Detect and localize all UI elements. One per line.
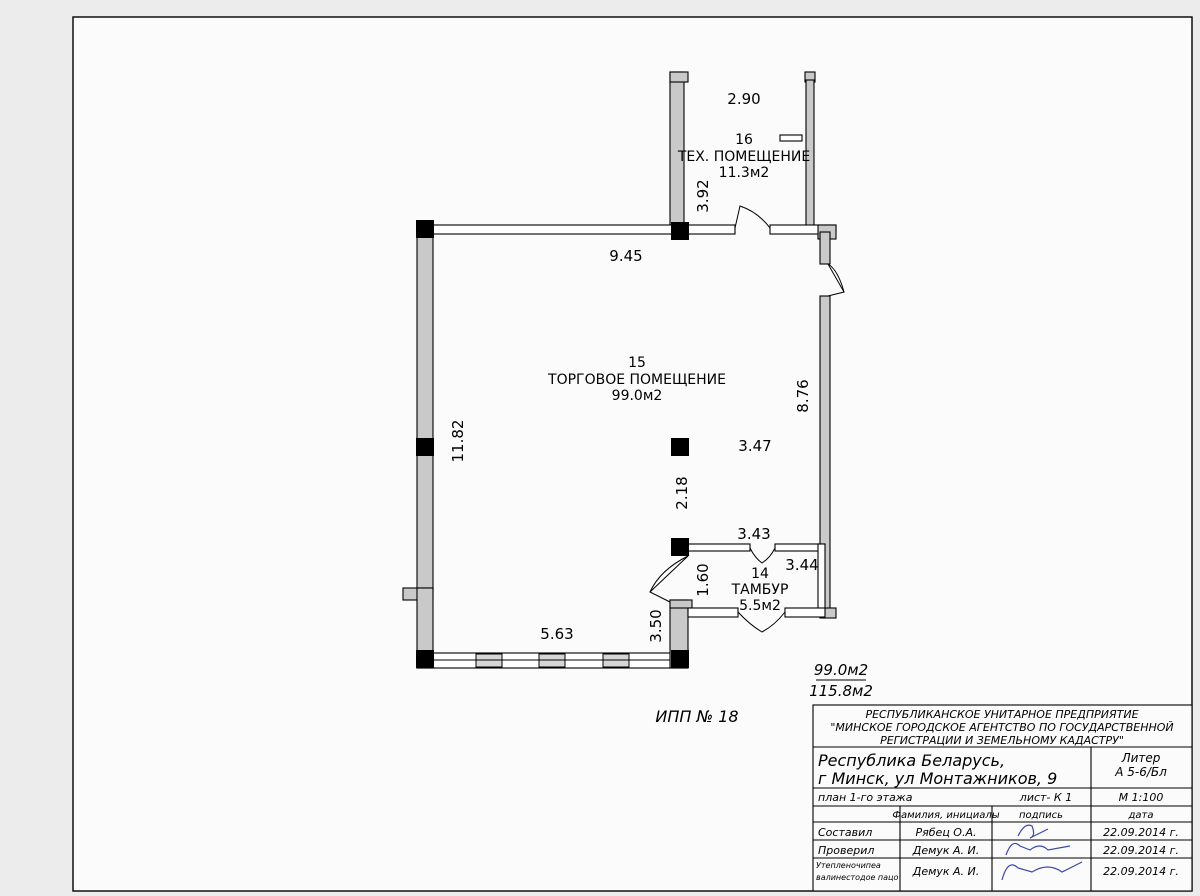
signature-1 — [1017, 824, 1049, 839]
signatures — [1001, 824, 1083, 881]
title-block — [812, 704, 1193, 892]
tb-org-line3: РЕГИСТРАЦИИ И ЗЕМЕЛЬНОМУ КАДАСТРУ" — [880, 734, 1124, 747]
door-tech — [734, 205, 771, 229]
dim-right-wall: 8.76 — [794, 379, 812, 412]
door-vestibule-inner — [749, 547, 776, 564]
ipp-label: ИПП № 18 — [655, 707, 738, 726]
column — [416, 220, 434, 238]
dim-vestibule-top: 3.43 — [737, 525, 770, 543]
tb-liter-label: Литер — [1121, 751, 1161, 765]
column — [416, 438, 434, 456]
window-panels — [433, 653, 670, 668]
column — [416, 650, 434, 668]
tb-org-line2: "МИНСКОЕ ГОРОДСКОЕ АГЕНТСТВО ПО ГОСУДАРС… — [830, 721, 1173, 734]
area-total: 115.8м2 — [809, 682, 873, 700]
tb-row3-date: 22.09.2014 г. — [1103, 865, 1179, 878]
room-16-area: 11.3м2 — [719, 165, 770, 181]
wall-vestibule-top — [687, 543, 751, 552]
tb-address-line2: г Минск, ул Монтажников, 9 — [818, 769, 1057, 788]
dim-top-wall: 9.45 — [609, 247, 642, 265]
wall-vestibule-right — [817, 543, 826, 615]
tb-col-date: дата — [1128, 810, 1154, 821]
columns — [416, 220, 689, 668]
dim-front-wall: 5.63 — [540, 625, 573, 643]
door-vestibule-left-arc — [649, 555, 689, 593]
column — [671, 438, 689, 456]
room-14-number: 14 — [751, 566, 769, 582]
room-15-number: 15 — [628, 355, 646, 371]
wall-left — [416, 224, 434, 591]
title-block-frame — [812, 704, 1193, 892]
tb-address-line1: Республика Беларусь, — [818, 751, 1005, 770]
wall-vestibule-bottom-l — [687, 607, 739, 618]
wall-tech-top-left — [669, 71, 689, 83]
dim-interior-v: 2.18 — [673, 476, 691, 509]
tb-col-names: Фамилия, инициалы — [892, 810, 999, 821]
tb-row1-role: Составил — [818, 826, 872, 839]
tb-plan-name: план 1-го этажа — [818, 791, 913, 804]
wall-vestibule-bottom-r — [784, 607, 826, 618]
dim-vestibule-left: 1.60 — [694, 563, 712, 596]
tb-row3-role-1: Утепленочипеа — [816, 861, 881, 870]
column — [671, 538, 689, 556]
dim-interior-h: 3.47 — [738, 437, 771, 455]
tb-row2-date: 22.09.2014 г. — [1103, 844, 1179, 857]
tb-row1-date: 22.09.2014 г. — [1103, 826, 1179, 839]
room-14-name: ТАМБУР — [731, 582, 789, 598]
dim-vestibule-right: 3.44 — [785, 556, 818, 574]
tb-org-line1: РЕСПУБЛИКАНСКОЕ УНИТАРНОЕ ПРЕДПРИЯТИЕ — [865, 708, 1138, 721]
area-main: 99.0м2 — [814, 661, 868, 679]
column — [671, 222, 689, 240]
column — [671, 650, 689, 668]
room-15-name: ТОРГОВОЕ ПОМЕЩЕНИЕ — [547, 372, 726, 388]
dim-tech-height: 3.92 — [694, 179, 712, 212]
tb-liter-value: А 5-6/Бл — [1114, 765, 1167, 779]
door-entrance-ne-arc — [827, 263, 845, 293]
room-15-area: 99.0м2 — [612, 388, 663, 404]
room-16-name: ТЕХ. ПОМЕЩЕНИЕ — [677, 149, 810, 165]
tb-row2-name: Демук А. И. — [912, 844, 980, 857]
tb-row3-name: Демук А. И. — [912, 865, 980, 878]
tb-row1-name: Рябец О.А. — [916, 826, 977, 839]
door-vestibule-outer — [737, 611, 786, 633]
tb-row3-role-2: валинестодое пацо — [816, 873, 899, 882]
tb-row2-role: Проверил — [818, 844, 874, 857]
wall-right-upper — [819, 231, 831, 265]
signature-2 — [1005, 842, 1071, 856]
wall-tech-notch — [779, 134, 803, 142]
dim-front-depth: 3.50 — [647, 609, 665, 642]
tb-sheet: лист- К 1 — [1019, 791, 1072, 804]
signature-3 — [1001, 861, 1083, 881]
tb-scale: М 1:100 — [1119, 791, 1164, 804]
wall-entry-pier-top — [669, 599, 693, 609]
tb-col-sign: подпись — [1019, 810, 1063, 821]
dim-tech-width: 2.90 — [727, 90, 760, 108]
room-14-area: 5.5м2 — [739, 598, 781, 614]
dim-left-wall: 11.82 — [449, 420, 467, 463]
room-16-number: 16 — [735, 132, 753, 148]
doors — [649, 205, 845, 633]
